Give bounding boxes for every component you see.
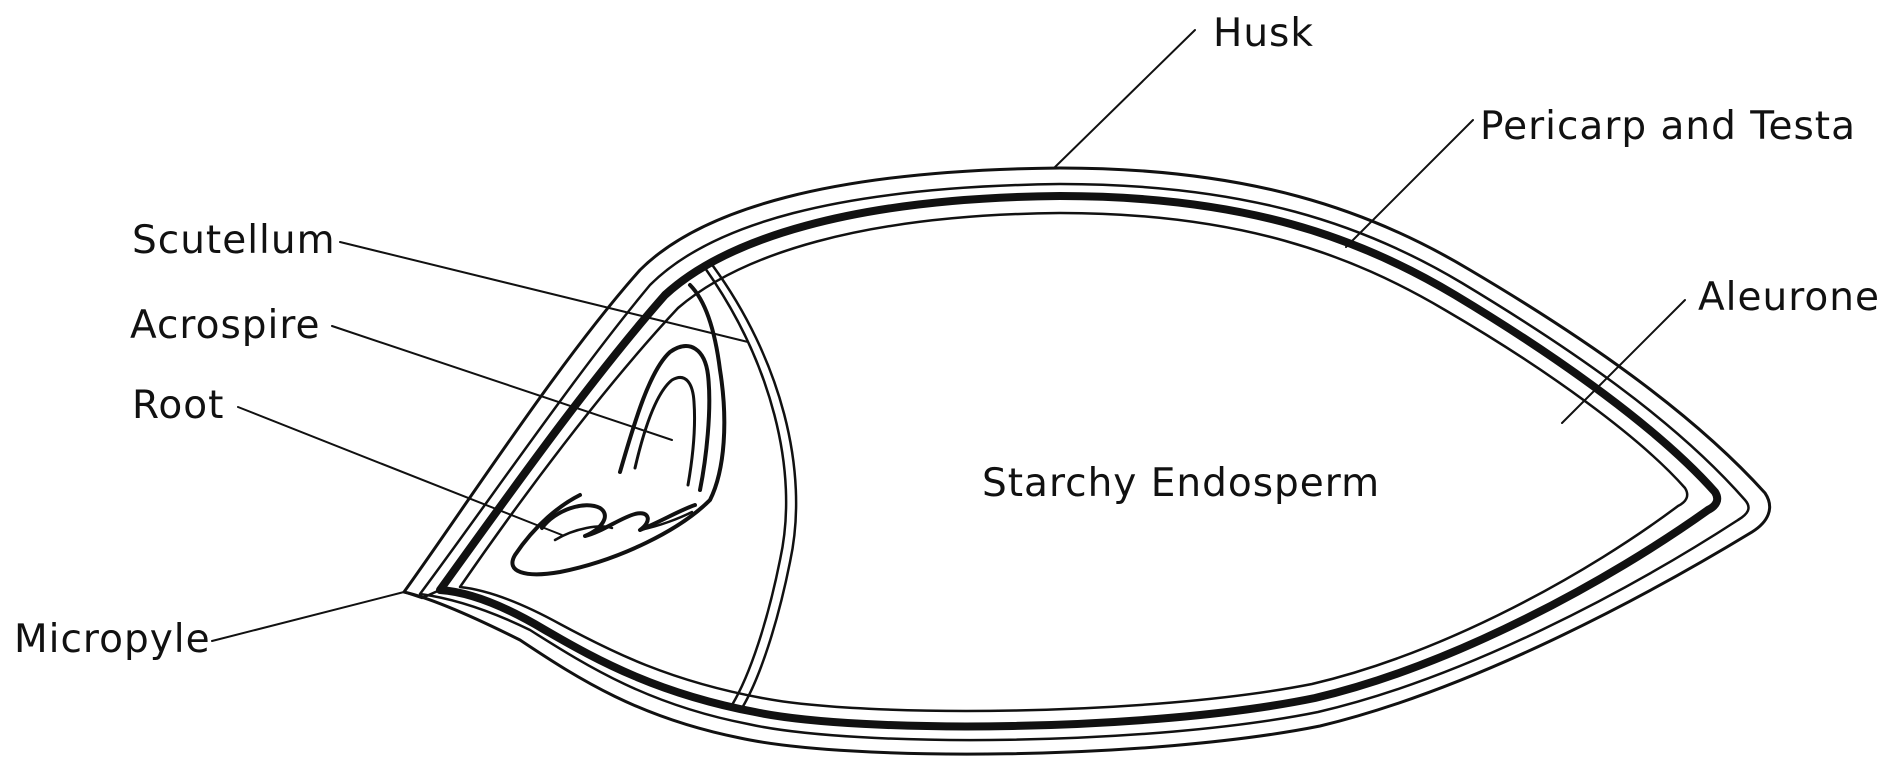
- label-husk: Husk: [1213, 11, 1314, 56]
- pericarp-leader-line: [1346, 120, 1473, 247]
- label-micropyle: Micropyle: [14, 617, 211, 662]
- label-starchy-endosperm: Starchy Endosperm: [982, 461, 1380, 506]
- label-acrospire: Acrospire: [130, 303, 321, 348]
- label-aleurone: Aleurone: [1698, 275, 1880, 320]
- micropyle-leader-line: [212, 592, 404, 641]
- root-leader-line: [238, 407, 562, 535]
- label-pericarp-testa: Pericarp and Testa: [1480, 104, 1856, 149]
- husk-leader-line: [1054, 30, 1195, 168]
- label-root: Root: [132, 383, 224, 428]
- scutellum-boundary-inner: [713, 266, 796, 708]
- label-scutellum: Scutellum: [132, 218, 336, 263]
